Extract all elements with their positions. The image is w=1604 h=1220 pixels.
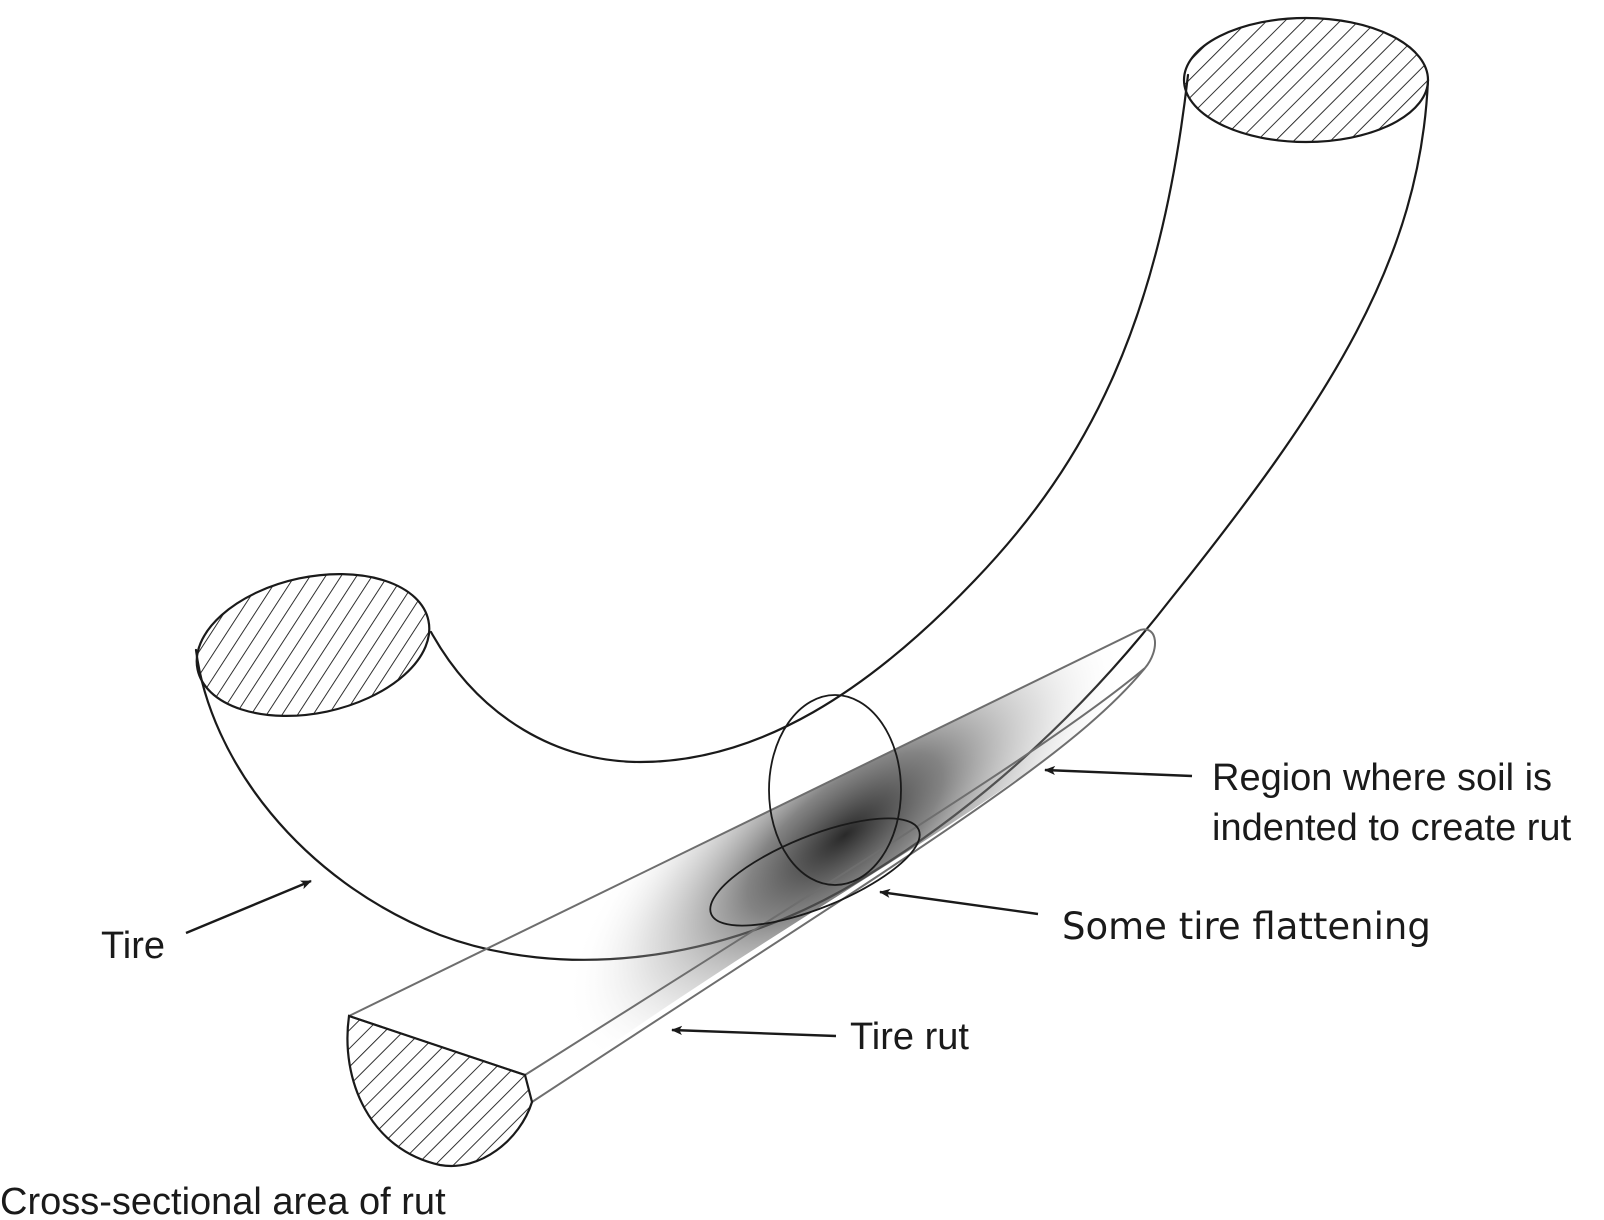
- tire-left-cross-section: [195, 573, 431, 717]
- tire-body: [194, 16, 1430, 961]
- flattening-arrow: [879, 888, 1039, 916]
- rut-indentation-region: [349, 629, 1155, 1102]
- tire-top-cross-section: [1182, 16, 1430, 144]
- annotation-arrows: [185, 765, 1193, 1038]
- tire-inner-edge: [429, 73, 1190, 764]
- tire-flattening-ellipse: [709, 817, 921, 927]
- rut-cross-section: [346, 1014, 534, 1168]
- region-label-line2: indented to create rut: [1212, 807, 1572, 849]
- flattening-label: Some tire flattening: [1062, 905, 1431, 948]
- tire-arrow: [185, 879, 312, 935]
- labels: Tire Region where soil is indented to cr…: [0, 757, 1572, 1220]
- region-arrow: [1044, 765, 1193, 778]
- tire-label: Tire: [101, 925, 165, 967]
- rut-arrow: [671, 1025, 837, 1038]
- tire-flattening: [709, 694, 921, 927]
- tire-rut-label: Tire rut: [850, 1016, 969, 1058]
- tire-cross-section-circle: [768, 694, 902, 886]
- cross-section-label: Cross-sectional area of rut: [0, 1181, 446, 1220]
- region-label-line1: Region where soil is: [1212, 757, 1552, 799]
- tire-rut: [346, 628, 1157, 1168]
